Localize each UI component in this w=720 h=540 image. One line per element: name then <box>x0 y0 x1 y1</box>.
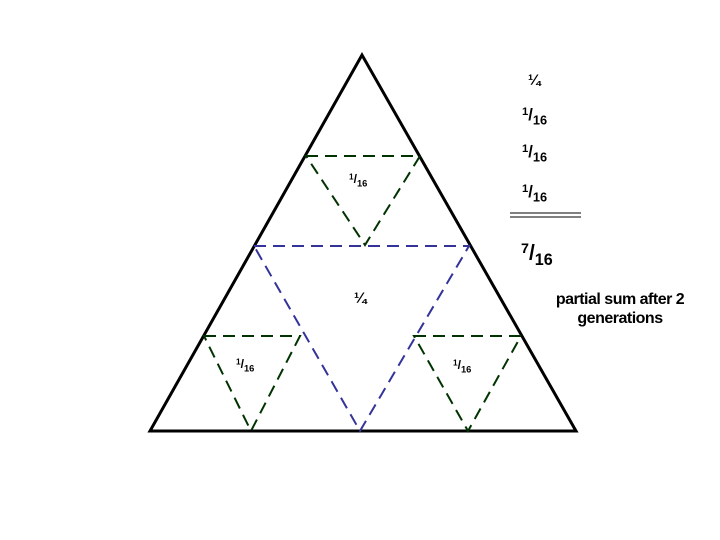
sum-term-4: 1/16 <box>522 183 548 205</box>
sum-term-1: ¼ <box>528 72 541 89</box>
partial-sum-caption: partial sum after 2 generations <box>555 291 685 327</box>
numerator: 1 <box>349 172 354 182</box>
numerator: 1 <box>236 357 241 367</box>
numerator: 1 <box>522 106 529 118</box>
numerator: 7 <box>521 241 529 257</box>
sum-term-3: 1/16 <box>522 143 548 165</box>
center-label: ¼ <box>354 290 367 307</box>
numerator: 1 <box>522 183 529 195</box>
top-label: 1/16 <box>349 172 368 189</box>
denominator: 16 <box>532 149 548 165</box>
top-triangle-sixteenth <box>304 155 422 247</box>
denominator: 16 <box>532 189 548 205</box>
denominator: 16 <box>534 251 553 270</box>
sum-total: 7/16 <box>521 241 553 270</box>
denominator: 16 <box>460 364 472 375</box>
numerator: 1 <box>453 358 458 368</box>
denominator: 16 <box>356 178 368 189</box>
sum-term-2: 1/16 <box>522 106 548 128</box>
right-label: 1/16 <box>453 358 472 375</box>
right-triangle-sixteenth <box>412 335 523 434</box>
numerator: 1 <box>522 143 529 155</box>
denominator: 16 <box>532 112 548 128</box>
outer-triangle <box>147 51 579 433</box>
left-label: 1/16 <box>236 357 255 374</box>
center-triangle-quarter <box>252 245 471 433</box>
denominator: 16 <box>243 363 255 374</box>
left-triangle-sixteenth <box>202 335 302 434</box>
